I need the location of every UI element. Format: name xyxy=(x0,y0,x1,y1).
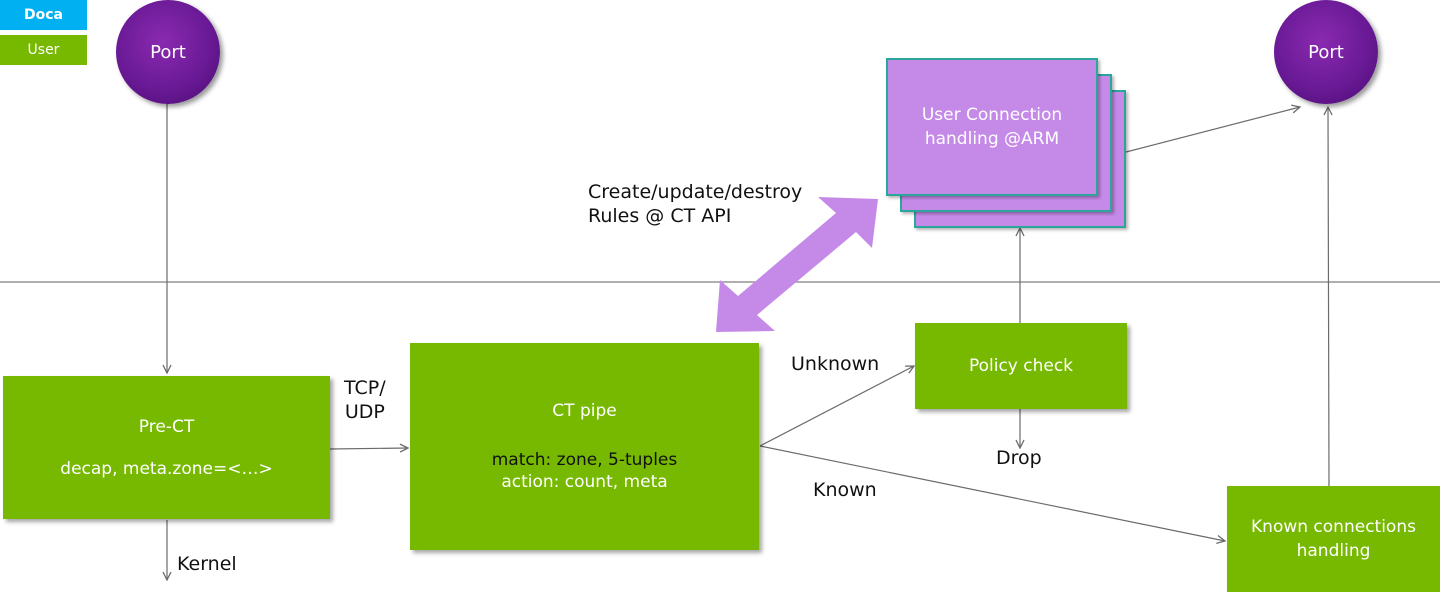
prect-to-ct-arrow xyxy=(329,448,408,449)
legend-doca-label: Doca xyxy=(24,7,63,23)
tcp-udp-label: TCP/ UDP xyxy=(344,376,386,424)
ct-to-policy-arrow xyxy=(759,366,914,447)
ct-pipe-match: match: zone, 5-tuples xyxy=(491,450,678,470)
legend-user: User xyxy=(0,35,87,65)
user-connection-line2: handling @ARM xyxy=(924,129,1060,149)
ct-pipe-box: CT pipe match: zone, 5-tuples action: co… xyxy=(410,343,759,550)
tcp-udp-line2: UDP xyxy=(344,401,385,423)
pre-ct-title: Pre-CT xyxy=(138,416,195,437)
legend-doca: Doca xyxy=(0,0,87,30)
ct-api-label-line1: Create/update/destroy xyxy=(588,181,803,203)
pre-ct-box: Pre-CT decap, meta.zone=<…> xyxy=(3,376,330,519)
tcp-udp-line1: TCP/ xyxy=(344,377,386,399)
policy-check-box: Policy check xyxy=(915,323,1127,409)
known-connections-line1: Known connections xyxy=(1251,517,1416,537)
port-left: Port xyxy=(116,0,220,104)
ct-to-known-arrow xyxy=(759,445,1225,541)
port-right-label: Port xyxy=(1308,41,1344,63)
ct-api-label-line2: Rules @ CT API xyxy=(588,205,732,227)
policy-check-title: Policy check xyxy=(968,356,1074,376)
known-label: Known xyxy=(813,479,877,501)
port-right: Port xyxy=(1274,0,1378,104)
ct-pipe-title: CT pipe xyxy=(552,401,617,421)
ct-pipe-action: action: count, meta xyxy=(501,472,668,492)
port-left-label: Port xyxy=(150,41,186,63)
legend-user-label: User xyxy=(27,42,60,58)
known-connections-line2: handling xyxy=(1296,541,1371,561)
known-to-port-arrow xyxy=(1328,107,1329,487)
user-connection-line1: User Connection xyxy=(921,105,1063,125)
drop-label: Drop xyxy=(996,447,1042,469)
user-connection-card-front: User Connection handling @ARM xyxy=(886,58,1098,196)
ct-api-label: Create/update/destroy Rules @ CT API xyxy=(588,180,802,228)
pre-ct-body: decap, meta.zone=<…> xyxy=(60,458,273,479)
known-connections-box: Known connections handling xyxy=(1227,486,1440,592)
kernel-label: Kernel xyxy=(177,553,237,575)
unknown-label: Unknown xyxy=(791,353,880,375)
user-to-port-arrow xyxy=(1125,107,1300,153)
